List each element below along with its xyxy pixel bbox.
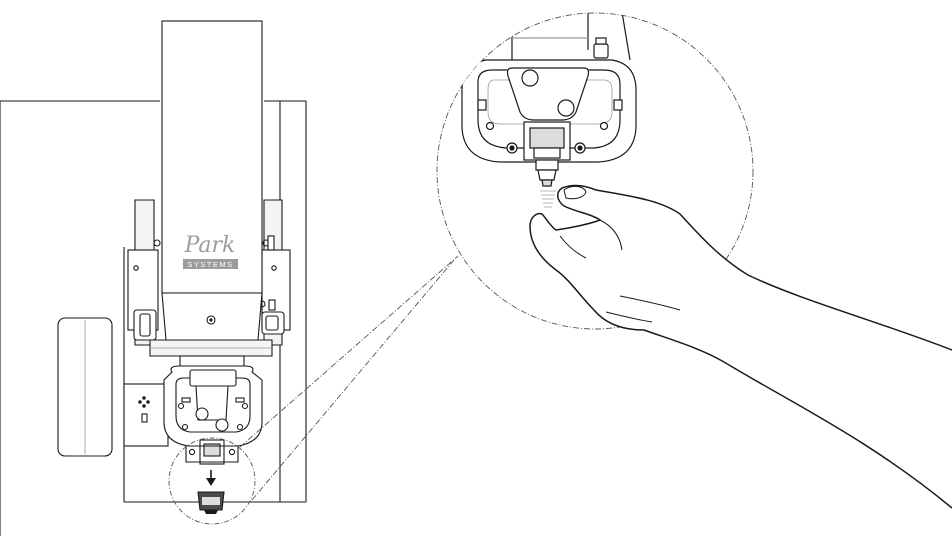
brand-logo: Park SYSTEMS xyxy=(183,233,238,269)
detail-source-circle xyxy=(168,437,256,525)
probe-mount-bracket xyxy=(506,67,590,121)
removal-arrow-head xyxy=(206,478,216,486)
brand-wordmark: Park xyxy=(184,233,236,258)
probe-tip-magnified xyxy=(537,169,557,181)
z-scanner-tower xyxy=(161,20,263,294)
detail-callout-lines xyxy=(239,255,459,501)
callout-line-lower xyxy=(251,259,455,501)
afm-instrument-overview xyxy=(0,20,307,536)
left-cabinet-panel xyxy=(0,100,160,536)
callout-line-upper xyxy=(239,255,459,448)
magnified-detail-view xyxy=(436,12,952,509)
brand-subtitle-bar xyxy=(183,259,238,269)
operator-hand xyxy=(529,184,952,509)
right-cabinet-panel xyxy=(264,100,307,502)
brand-subtitle: SYSTEMS xyxy=(187,260,233,269)
